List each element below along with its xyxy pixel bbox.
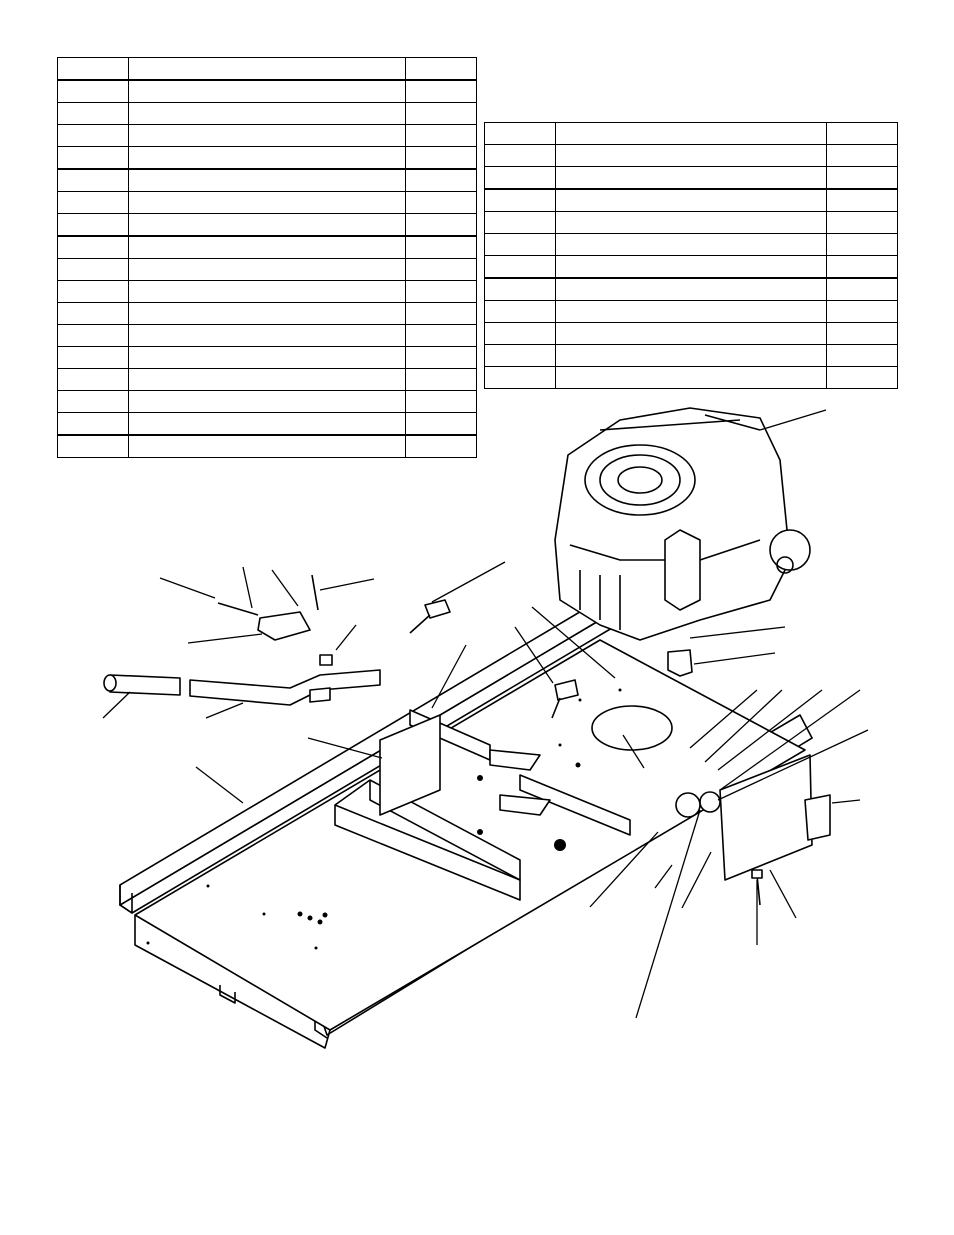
callout-leader-pin (689, 689, 758, 749)
callout-leader-idler (717, 729, 869, 801)
callout-leader-washer (242, 566, 253, 609)
callout-leader-throttle (514, 626, 554, 684)
table-row (57, 168, 477, 192)
table-row (57, 412, 477, 436)
quantity-cell (405, 191, 477, 214)
quantity-cell (405, 434, 477, 458)
callout-leader-shaft (589, 831, 659, 908)
quantity-cell (405, 213, 477, 237)
table-row (57, 434, 477, 458)
quantity-cell (826, 144, 898, 167)
idler-pulley-left (675, 792, 701, 818)
table-row (57, 124, 477, 147)
table-row (57, 146, 477, 170)
callout-leader-shaft-bracket (431, 644, 467, 709)
callout-leader-mount-plate (531, 606, 616, 679)
callout-leader-pulley (307, 737, 383, 759)
callout-leader-long-bolt (319, 578, 375, 591)
small-clip-bracket (804, 794, 831, 841)
quantity-cell (826, 166, 898, 190)
throttle-cable-part (554, 679, 579, 701)
table-row (57, 213, 477, 237)
callout-leader-fuel-valve (431, 561, 506, 603)
spring (319, 654, 333, 666)
hardware-dots (146, 688, 622, 950)
callout-leader-pedal-shaft (205, 702, 244, 719)
table-row (484, 144, 898, 167)
quantity-cell (405, 124, 477, 147)
callout-leader-idler-nut (717, 689, 823, 771)
side-bracket-plate (719, 754, 813, 881)
parts-table-right (484, 122, 898, 389)
quantity-cell (405, 412, 477, 436)
callout-leaders (102, 409, 869, 1019)
callout-leader-belt (635, 809, 701, 1019)
quantity-cell (405, 57, 477, 81)
idler-pulley-right (699, 791, 721, 813)
table-row (57, 280, 477, 303)
callout-leader-mount-bolt (689, 626, 786, 639)
table-row (484, 166, 898, 190)
table-row (57, 368, 477, 391)
table-row (57, 235, 477, 259)
long-bolt (311, 574, 319, 611)
table-row (57, 390, 477, 413)
callout-leader-clip (831, 799, 861, 804)
callout-leader-bracket (187, 633, 263, 644)
engine-mount-bracket (667, 649, 693, 677)
fuel-valve (424, 599, 451, 619)
pedal-shaft-assembly (103, 669, 381, 706)
upper-bracket (257, 611, 311, 641)
callout-leader-small-nut (654, 864, 673, 889)
callout-leader-opening (622, 734, 645, 769)
quantity-cell (405, 146, 477, 170)
bolt (217, 602, 259, 616)
callout-leader-grip (102, 691, 131, 719)
callout-leader-plate (681, 851, 712, 909)
callout-leader-washer-right (704, 689, 783, 763)
table-row (484, 344, 898, 367)
parts-table-left (57, 57, 477, 458)
quantity-cell (405, 390, 477, 413)
center-shaft-right (489, 749, 631, 836)
callout-leader-engine-bracket (693, 652, 776, 665)
fuel-line (409, 614, 431, 634)
engine (554, 407, 811, 641)
quantity-cell (826, 233, 898, 256)
quantity-cell (826, 255, 898, 279)
table-row (57, 258, 477, 281)
cross-member (334, 779, 521, 901)
quantity-cell (826, 366, 898, 389)
table-row (484, 300, 898, 323)
callout-leader-idler-bolt (719, 689, 861, 791)
callout-leader-bolt (159, 577, 216, 599)
callout-leader-spring (335, 624, 357, 651)
callout-leader-nut (271, 569, 299, 607)
table-row (484, 233, 898, 256)
table-row (57, 346, 477, 369)
table-row (57, 57, 477, 81)
callout-leader-engine (759, 409, 827, 431)
table-row (484, 122, 898, 145)
table-row (484, 366, 898, 389)
engine-opening (591, 705, 673, 751)
callout-leader-frame (195, 766, 244, 804)
table-row (484, 255, 898, 279)
table-row (57, 191, 477, 214)
callout-leader-fitting (769, 869, 797, 919)
